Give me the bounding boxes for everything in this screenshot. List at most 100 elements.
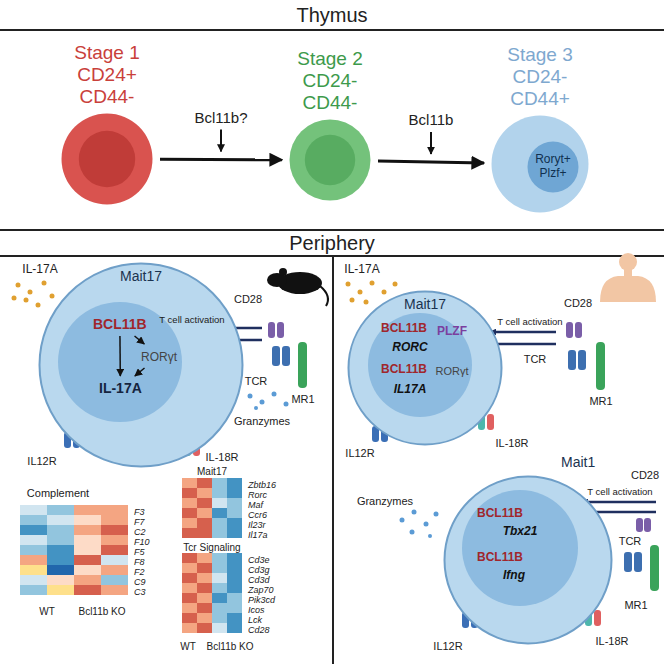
gene-label: Ccr6 xyxy=(248,510,267,520)
label-wrap: Bcl11b? xyxy=(194,109,247,127)
label-wrap: Cd3g xyxy=(248,559,270,577)
heatmap-cell xyxy=(20,505,47,515)
label-wrap: F5 xyxy=(134,541,145,559)
mait-cell: Mait1 xyxy=(443,475,613,645)
edge-label: Bcl11b xyxy=(409,111,454,128)
label-wrap: T cell activation xyxy=(497,311,562,329)
heading-wrap: Stage 1 CD24+ CD44- xyxy=(57,42,157,108)
gene-label: Il23r xyxy=(248,520,266,530)
gene-label: Zap70 xyxy=(248,585,274,595)
gene-label: F5 xyxy=(134,547,145,557)
label-wrap: Lck xyxy=(248,609,262,627)
label-wrap: CD28 xyxy=(234,289,262,307)
heatmap-cell xyxy=(101,515,128,525)
heatmap-cell xyxy=(227,508,242,518)
label-wrap: Ccr6 xyxy=(248,504,267,522)
heatmap-cell xyxy=(197,603,212,613)
heatmap-cell xyxy=(101,545,128,555)
heatmap-cell xyxy=(47,505,74,515)
heatmap-cell xyxy=(20,515,47,525)
annotation: T cell activation xyxy=(159,314,224,325)
heatmap-cell xyxy=(227,478,242,488)
annotation: CD28 xyxy=(234,293,262,305)
gene-node: IL-17A xyxy=(96,378,145,398)
annotation: Granzymes xyxy=(234,415,290,427)
cell-body xyxy=(290,120,371,201)
heatmap-cell xyxy=(182,553,197,563)
connector-arrow xyxy=(160,158,282,162)
annotation: CD28 xyxy=(631,469,659,481)
cell-body xyxy=(40,264,243,467)
heatmap-cell xyxy=(227,623,242,633)
node-heading: Stage 3 CD24- CD44+ xyxy=(507,44,573,109)
label-wrap: Icos xyxy=(248,599,265,617)
heatmap-cell xyxy=(227,603,242,613)
annotation: IL-17A xyxy=(22,262,57,276)
annotation: RORγt xyxy=(436,365,469,377)
heatmap-cell xyxy=(197,613,212,623)
label-wrap: F8 xyxy=(134,551,145,569)
heatmap-cell xyxy=(47,565,74,575)
label-wrap: Cd3e xyxy=(248,549,270,567)
heatmap-cell xyxy=(20,535,47,545)
section-title: Thymus xyxy=(296,4,367,26)
nucleus-shape xyxy=(305,135,355,185)
label-wrap: MR1 xyxy=(624,595,647,613)
annotation: IL-17A xyxy=(344,262,379,276)
label-wrap: Maf xyxy=(248,494,263,512)
heatmap-cell xyxy=(47,575,74,585)
label-wrap: MR1 xyxy=(291,389,314,407)
heatmap-cell xyxy=(74,515,101,525)
annotation: Tcr Signaling xyxy=(183,542,240,553)
node-label: Roryt+ Plzf+ xyxy=(526,153,580,181)
heatmap-cell xyxy=(101,575,128,585)
gene-label: Icos xyxy=(248,605,265,615)
label-wrap: Ifng xyxy=(503,565,525,583)
annotation: Bcl11b KO xyxy=(78,606,125,617)
gene-label: C2 xyxy=(134,527,146,537)
il18r-receptor xyxy=(184,414,601,626)
annotation: WT xyxy=(180,641,196,652)
heading-wrap: Stage 3 CD24- CD44+ xyxy=(490,44,590,110)
gene-label: Cd3e xyxy=(248,555,270,565)
annotation: IL-18R xyxy=(595,635,628,647)
heatmap-cell xyxy=(182,563,197,573)
node-heading: Stage 1 CD24+ CD44- xyxy=(74,42,140,107)
heatmap-cell xyxy=(227,613,242,623)
mouse-silhouette xyxy=(267,268,328,306)
label-wrap: Bcl11b xyxy=(409,111,454,129)
heatmap-cell xyxy=(101,525,128,535)
label-wrap: Cd3d xyxy=(248,569,270,587)
annotation: WT xyxy=(39,606,55,617)
heatmap-cell xyxy=(182,478,197,488)
heatmap-cell xyxy=(74,535,101,545)
cell-outline xyxy=(60,112,154,206)
heatmap-cell xyxy=(212,613,227,623)
label-wrap: BCL11B xyxy=(477,547,523,565)
nucleus-shape xyxy=(368,313,472,417)
heatmap-cell xyxy=(227,498,242,508)
label-wrap: RORC xyxy=(392,337,427,355)
nucleus-shape xyxy=(462,490,578,606)
heatmap-cell xyxy=(197,583,212,593)
label-wrap: IL-17A xyxy=(344,259,379,277)
heatmap-cell xyxy=(212,478,227,488)
heatmap-cell xyxy=(182,583,197,593)
heatmap-cell xyxy=(20,575,47,585)
heatmap-cell xyxy=(74,505,101,515)
gene-label: F7 xyxy=(134,517,145,527)
heatmap-cell xyxy=(212,508,227,518)
connector-arrow xyxy=(119,336,121,376)
annotation: BCL11B xyxy=(477,550,523,564)
label-wrap: F10 xyxy=(134,531,150,549)
heatmap-cell xyxy=(182,573,197,583)
annotation: Bcl11b KO xyxy=(206,641,253,652)
annotation: MR1 xyxy=(291,393,314,405)
gene-label: Lck xyxy=(248,615,262,625)
annotation: T cell activation xyxy=(497,316,562,327)
label-wrap: T cell activation xyxy=(587,481,652,499)
label-wrap: F3 xyxy=(134,501,145,519)
node-label: Mait17 xyxy=(347,296,503,312)
heatmap-cell xyxy=(227,573,242,583)
